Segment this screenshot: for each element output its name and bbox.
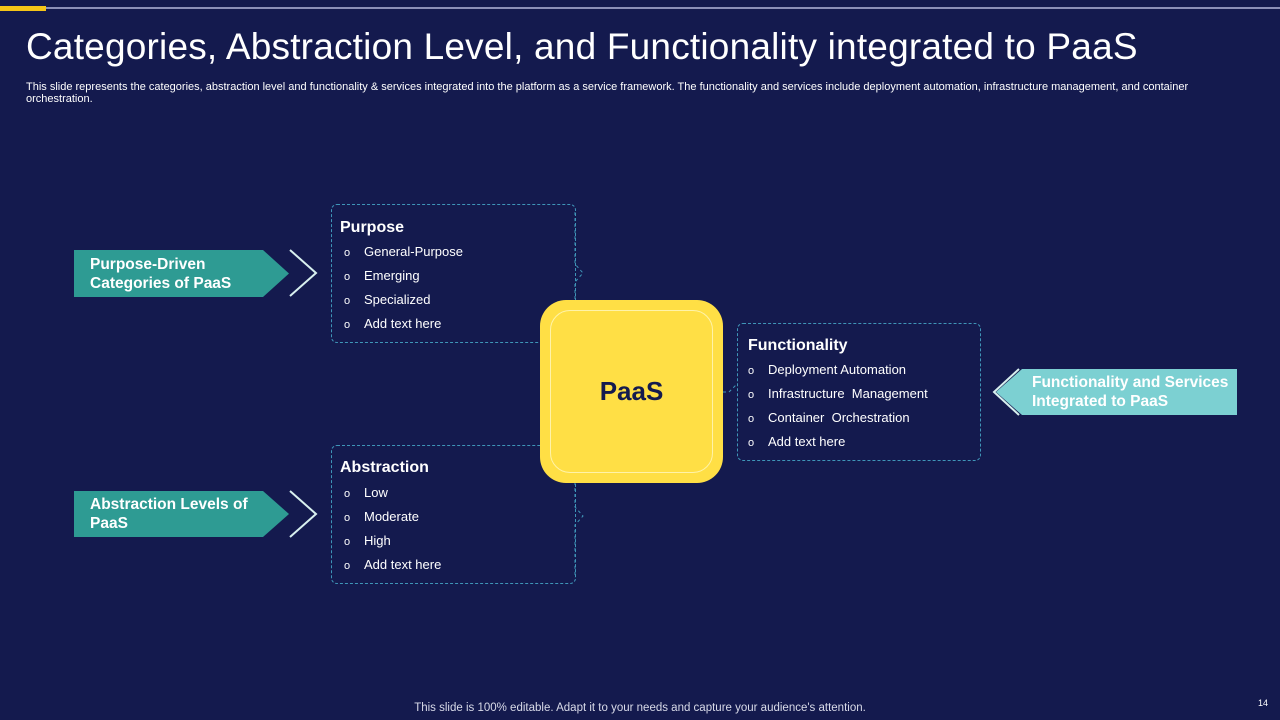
bullet-icon: o — [748, 437, 755, 449]
bullet-icon: o — [344, 247, 351, 259]
abstraction-connector — [540, 444, 584, 578]
functionality-box-title: Functionality — [748, 337, 848, 354]
functionality-services-tag-label: Functionality and Services Integrated to… — [1032, 374, 1229, 410]
slide-subtitle: This slide represents the categories, ab… — [26, 81, 1189, 105]
slide-footer: This slide is 100% editable. Adapt it to… — [414, 702, 866, 714]
purpose-box-title: Purpose — [340, 219, 405, 236]
bullet-icon: o — [344, 536, 351, 548]
abstraction-level-tag: Abstraction Levels of PaaS — [74, 491, 289, 537]
bullet-icon: o — [344, 560, 351, 572]
bullet-icon: o — [344, 271, 351, 283]
functionality-connector — [723, 383, 738, 393]
bullet-icon: o — [748, 413, 755, 425]
tag-arrow-outline-abstraction — [289, 490, 318, 538]
bullet-icon: o — [748, 389, 755, 401]
purpose-category-tag-label: Purpose-Driven Categories of PaaS — [90, 255, 232, 292]
functionality-services-tag: Functionality and Services Integrated to… — [996, 369, 1237, 415]
slide-title: Categories, Abstraction Level, and Funct… — [26, 26, 1138, 67]
bullet-icon: o — [344, 319, 351, 331]
paas-center-block: PaaS — [540, 300, 723, 483]
page-number: 14 — [1258, 698, 1269, 708]
paas-label: PaaS — [550, 310, 713, 473]
tag-arrow-outline-functionality — [992, 368, 1020, 416]
top-accent-bar — [0, 6, 46, 11]
tag-arrow-outline-purpose — [289, 249, 318, 297]
bullet-icon: o — [344, 295, 351, 307]
abstraction-level-tag-label: Abstraction Levels of PaaS — [90, 496, 248, 532]
bullet-icon: o — [344, 488, 351, 500]
top-rule — [0, 7, 1280, 9]
bullet-icon: o — [344, 512, 351, 524]
abstraction-box-title: Abstraction — [340, 459, 429, 476]
purpose-category-tag: Purpose-Driven Categories of PaaS — [74, 250, 289, 297]
bullet-icon: o — [748, 365, 755, 377]
